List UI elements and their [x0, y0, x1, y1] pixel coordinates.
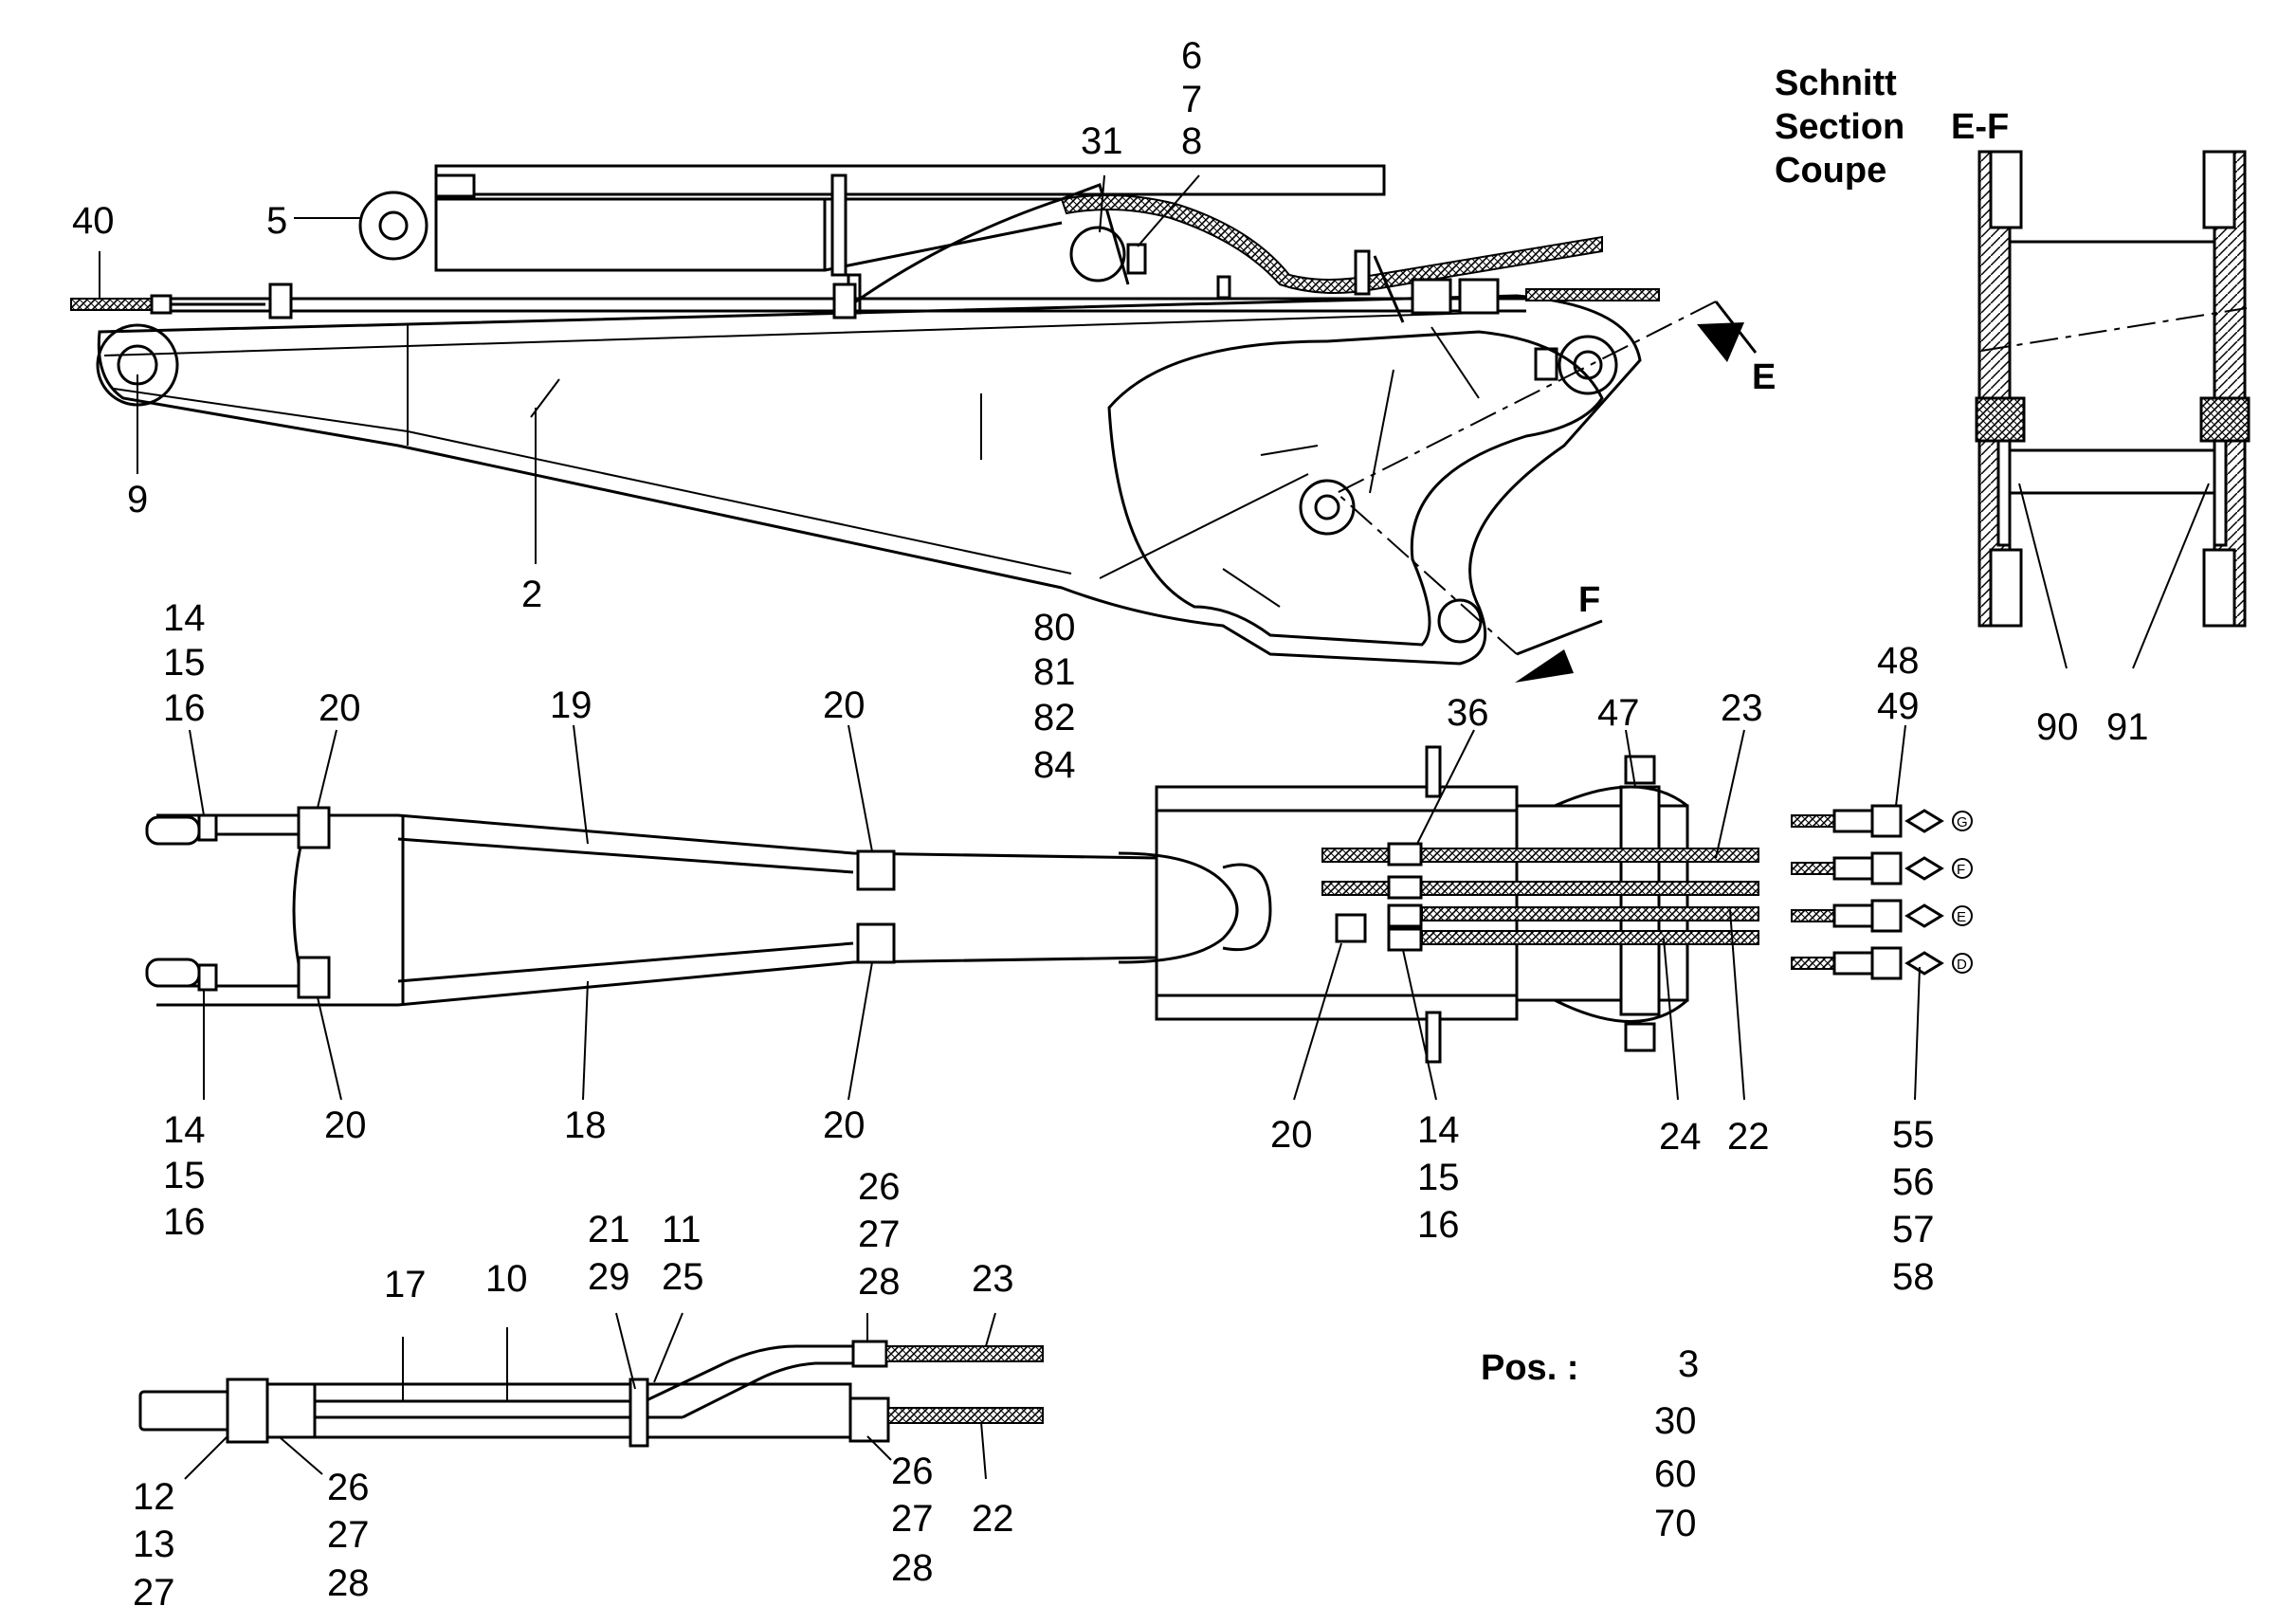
label-28: 28	[327, 1562, 370, 1604]
label-17: 17	[384, 1264, 427, 1305]
label-29: 29	[588, 1256, 630, 1298]
pos-value: 3	[1678, 1343, 1699, 1385]
label-16: 16	[163, 687, 206, 729]
label-48: 48	[1877, 640, 1920, 682]
side-view-leaders	[99, 174, 1309, 579]
side-view	[70, 164, 1758, 683]
label-20: 20	[823, 1104, 866, 1146]
label-40: 40	[72, 200, 115, 242]
label-21: 21	[588, 1209, 630, 1250]
label-55: 55	[1892, 1114, 1935, 1156]
side-view-labels: 40 5 6 7 8 31 9 2 80 81 82 84 E F	[72, 35, 1776, 786]
label-25: 25	[662, 1256, 704, 1298]
label-26: 26	[858, 1166, 901, 1208]
top-view: G F E D	[145, 745, 1973, 1064]
pos-value: 60	[1654, 1453, 1697, 1495]
port-letter: G	[1957, 814, 1968, 830]
boom-cylinder	[358, 164, 1386, 315]
label-82: 82	[1033, 697, 1076, 739]
label-8: 8	[1181, 120, 1202, 162]
label-14: 14	[1417, 1109, 1460, 1151]
label-90: 90	[2036, 706, 2079, 748]
label-13: 13	[133, 1524, 175, 1565]
section-arrow-f-icon	[1515, 649, 1574, 683]
label-22: 22	[1727, 1116, 1770, 1158]
label-26: 26	[891, 1451, 934, 1492]
label-14: 14	[163, 597, 206, 639]
section-arrow-e-icon	[1697, 322, 1744, 362]
pos-label: Pos. :	[1481, 1348, 1578, 1388]
label-91: 91	[2106, 706, 2149, 748]
label-2: 2	[521, 574, 542, 615]
label-20: 20	[823, 684, 866, 726]
top-view-labels: 14 15 16 20 19 20 36 47 23 48 49 14 15 1…	[163, 597, 1935, 1298]
label-81: 81	[1033, 651, 1076, 693]
label-56: 56	[1892, 1161, 1935, 1203]
label-18: 18	[564, 1104, 607, 1146]
label-26: 26	[327, 1467, 370, 1508]
label-49: 49	[1877, 685, 1920, 727]
section-title-schnitt: Schnitt	[1775, 64, 1897, 103]
coupling-group: G F E D	[1791, 804, 1973, 980]
port-symbol-icon	[1904, 809, 1944, 833]
label-16: 16	[163, 1201, 206, 1243]
label-20: 20	[324, 1104, 367, 1146]
label-27: 27	[858, 1213, 901, 1255]
label-27: 27	[891, 1498, 934, 1540]
position-list: Pos. : 3 30 60 70	[1481, 1343, 1699, 1544]
label-6: 6	[1181, 35, 1202, 77]
label-9: 9	[127, 479, 148, 520]
section-title-section: Section	[1775, 107, 1904, 147]
label-15: 15	[163, 1155, 206, 1196]
section-marker-e: E	[1752, 357, 1776, 397]
label-20: 20	[319, 687, 361, 729]
section-ef-view: Schnitt Section Coupe E-F 90 91	[1775, 64, 2250, 748]
label-84: 84	[1033, 744, 1076, 786]
detail-view-labels: 26 27 28 21 11 29 25 17 10 23 12 13 27 2…	[133, 1166, 1014, 1614]
label-14: 14	[163, 1109, 206, 1151]
label-23: 23	[1721, 687, 1763, 729]
label-16: 16	[1417, 1204, 1460, 1246]
label-80: 80	[1033, 607, 1076, 648]
port-letter: F	[1957, 862, 1965, 878]
port-symbol-icon	[1904, 951, 1944, 976]
label-27: 27	[327, 1514, 370, 1556]
label-28: 28	[891, 1547, 934, 1589]
pos-value: 70	[1654, 1503, 1697, 1544]
label-27: 27	[133, 1572, 175, 1614]
pos-value: 30	[1654, 1400, 1697, 1442]
port-letter: E	[1957, 909, 1966, 925]
label-11: 11	[662, 1209, 702, 1250]
detail-view	[138, 1340, 1044, 1448]
label-28: 28	[858, 1261, 901, 1303]
label-58: 58	[1892, 1256, 1935, 1298]
label-57: 57	[1892, 1209, 1935, 1250]
section-marker-f: F	[1578, 580, 1600, 620]
label-10: 10	[485, 1258, 528, 1300]
port-symbol-icon	[1904, 903, 1944, 928]
label-15: 15	[1417, 1157, 1460, 1198]
detail-view-leaders	[184, 1312, 996, 1480]
label-47: 47	[1597, 692, 1640, 734]
label-23: 23	[972, 1258, 1014, 1300]
label-36: 36	[1447, 692, 1489, 734]
label-19: 19	[550, 684, 592, 726]
label-22: 22	[972, 1498, 1014, 1540]
port-letter: D	[1957, 957, 1967, 973]
label-7: 7	[1181, 79, 1202, 120]
label-20: 20	[1270, 1114, 1313, 1156]
label-31: 31	[1081, 120, 1123, 162]
section-title-coupe: Coupe	[1775, 151, 1886, 191]
label-5: 5	[266, 200, 287, 242]
label-15: 15	[163, 642, 206, 684]
section-title-id: E-F	[1951, 107, 2009, 147]
label-24: 24	[1659, 1116, 1702, 1158]
top-view-leaders	[189, 724, 1921, 1101]
label-12: 12	[133, 1476, 175, 1518]
port-symbol-icon	[1904, 856, 1944, 881]
